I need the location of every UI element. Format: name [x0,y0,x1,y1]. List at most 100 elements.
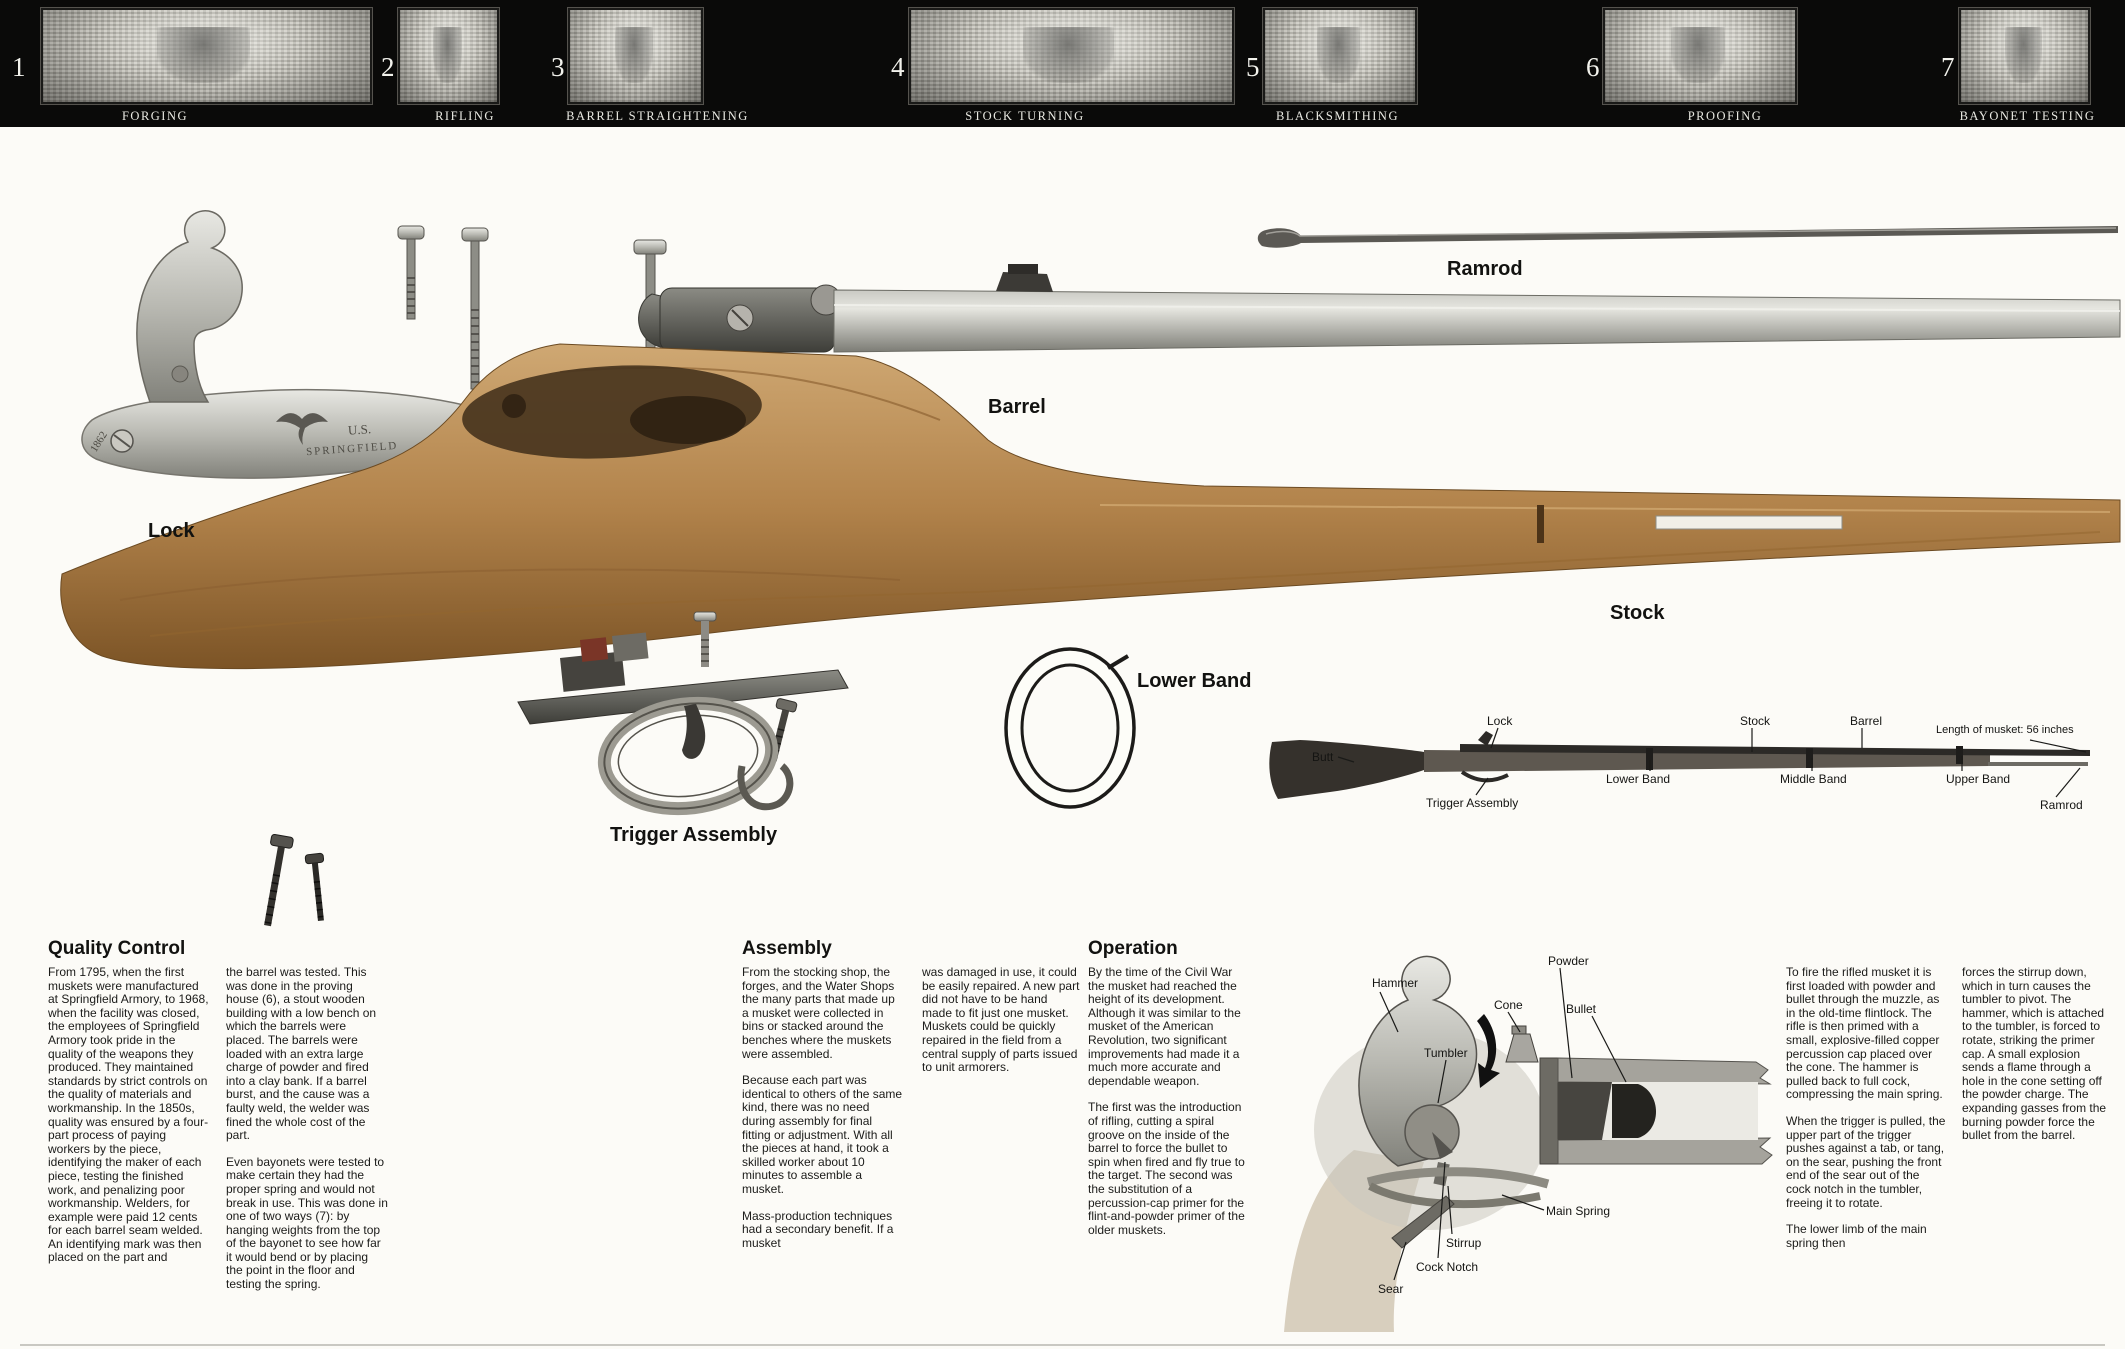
process-number-6: 6 [1586,52,1600,82]
mechanism-cock-notch-label: Cock Notch [1416,1260,1479,1274]
stock-illustration [60,343,2121,670]
barrel-breech-shape [659,287,835,353]
mechanism-stirrup-label: Stirrup [1446,1236,1482,1250]
musket-trigger-assembly-label: Trigger Assembly [1426,796,1519,810]
stock-body-shape [60,343,2121,670]
screw-illustration [633,239,667,419]
mechanism-stock-wood [1284,1150,1424,1332]
lock-plate-shape [81,388,513,479]
mechanism-powder-label: Powder [1548,954,1589,968]
tang-screw-head [693,611,717,622]
lower-band-ring-outer [1004,647,1136,809]
quality-control-column-1: From 1795, when the first muskets were m… [48,965,210,1265]
screw-illustration [769,698,798,762]
lock-mechanism-illustration [1284,955,1773,1332]
sear-shape [1391,1195,1455,1249]
breech-plug-shape [1539,1057,1559,1165]
musket-lower-band [1646,748,1653,770]
mechanism-main-spring-label: Main Spring [1546,1204,1611,1218]
musket-upper-band [1956,746,1963,764]
stock-label: Stock [1610,602,1665,624]
lock-plate-screw [110,429,134,453]
process-number-4: 4 [891,52,905,82]
mechanism-lock-plate [1314,1030,1546,1230]
bullet-shape [1612,1084,1657,1138]
process-caption-proofing: PROOFING [1687,109,1763,123]
main-spring-lower [1368,1182,1541,1209]
trigger-guard-bow [597,696,779,816]
bore-interior [1558,1082,1758,1140]
bolster-shape [810,284,842,316]
lock-hammer-shape [136,210,243,403]
mechanism-cone-label: Cone [1494,998,1523,1012]
body-paragraph: The lower limb of the main spring then [1786,1222,1927,1250]
body-paragraph: the barrel was tested. This was done in … [226,965,377,1143]
bayonet-testing-engraving-image [1958,7,2091,105]
trigger-plate-shape [517,669,849,725]
lock-plate-screw-small [470,426,486,442]
sear-spring-block [560,651,626,692]
trigger-blade-shape [682,704,706,759]
rotation-arrow-icon [1477,1014,1500,1088]
body-paragraph: Because each part was identical to other… [742,1073,903,1196]
screw-illustration [304,852,325,922]
process-number-3: 3 [551,52,565,82]
musket-butt-shape [1269,740,1424,799]
cone-shape [1505,1033,1539,1063]
proofing-engraving-image [1602,7,1798,105]
musket-leader-lines [1337,727,2087,798]
barrel-wall-bottom [1557,1137,1773,1165]
wood-grain-lines [119,366,2111,637]
body-paragraph: From 1795, when the first muskets were m… [48,965,209,1265]
sling-swivel-shape [737,763,794,811]
trigger-assembly-label: Trigger Assembly [610,824,778,846]
tumbler-shape [1404,1104,1460,1160]
body-paragraph: The first was the introduction of riflin… [1088,1100,1245,1237]
barrel-illustration [638,264,2121,353]
lock-illustration [81,210,513,479]
process-caption-stock-turning: STOCK TURNING [965,109,1085,123]
quality-control-column-2: the barrel was tested. This was done in … [226,965,388,1292]
barrel-label: Barrel [988,396,1046,418]
ramrod-label: Ramrod [1447,258,1523,280]
musket-barrel-shape [1460,744,2090,756]
tang-screw-shaft [701,621,709,667]
musket-ramrod-shape [1988,762,2088,766]
body-paragraph: Mass-production techniques had a seconda… [742,1208,894,1250]
body-paragraph: Even bayonets were tested to make certai… [226,1154,388,1292]
rear-sight-leaf [1008,264,1038,274]
body-paragraph: was damaged in use, it could be easily r… [922,965,1080,1075]
musket-overview-illustration [1269,727,2090,799]
stock-turning-engraving-image [908,7,1235,105]
rifling-engraving-image [397,7,500,105]
bridle-block [612,632,649,662]
barrel-channel-slot [1655,515,1843,530]
musket-stock-shape [1424,750,1990,772]
lock-engraving-springfield: SPRINGFIELD [305,439,399,459]
process-banner: 1 FORGING 2 RIFLING 3 BARREL STRAIGHTENI… [0,0,2125,127]
barrel-tang-shape [638,293,680,348]
forging-engraving-image [40,7,373,105]
trigger-assembly-illustration [517,611,849,816]
ramrod-shape [1257,226,2118,248]
stirrup-shape [1433,1162,1450,1187]
breech-screw [726,304,754,332]
mechanism-bullet-label: Bullet [1566,1002,1597,1016]
ramrod-highlight [1265,227,2117,237]
firing-column-1: To fire the rifled musket it is first lo… [1786,965,1946,1250]
rear-sight-shape [996,272,1053,292]
barrel-tube-shape [833,289,2121,353]
body-paragraph: To fire the rifled musket it is first lo… [1786,965,1943,1102]
eagle-engraving-icon [276,413,328,445]
body-paragraph: forces the stirrup down, which in turn c… [1962,965,2107,1143]
musket-ramrod-label: Ramrod [2040,798,2083,812]
process-number-1: 1 [12,52,26,82]
operation-column-1: By the time of the Civil War the musket … [1088,965,1250,1237]
firing-column-2: forces the stirrup down, which in turn c… [1962,965,2112,1143]
lower-band-label: Lower Band [1137,670,1252,692]
mortise-screw-hole [502,394,526,418]
musket-butt-label: Butt [1312,750,1334,764]
musket-lock-label: Lock [1487,714,1513,728]
lower-band-ring-fill [1006,649,1134,807]
mechanism-tumbler-label: Tumbler [1424,1046,1468,1060]
